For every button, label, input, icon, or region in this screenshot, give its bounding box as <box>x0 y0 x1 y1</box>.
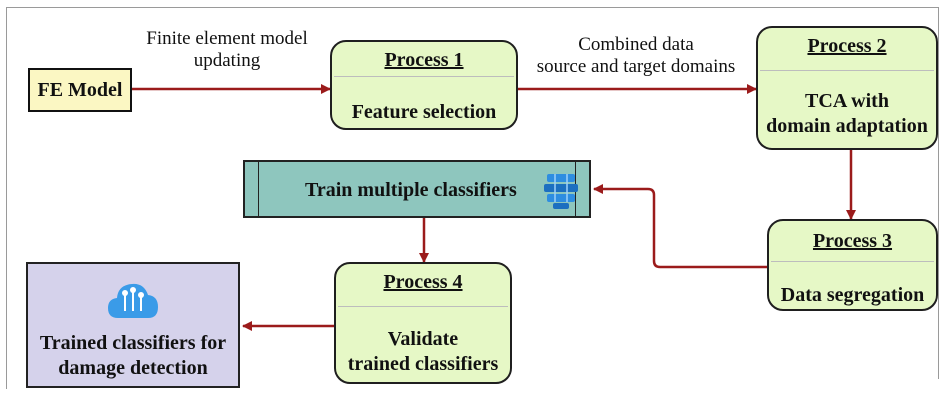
process-4-line: Validate <box>387 328 459 350</box>
process-2-box: Process 2 TCA with domain adaptation <box>756 26 938 150</box>
process-3-divider <box>771 261 934 262</box>
annotation-line: source and target domains <box>536 56 736 77</box>
process-1-line: Feature selection <box>351 101 497 123</box>
annotation-combined-data: Combined data source and target domains <box>520 34 752 78</box>
process-3-body: Data segregation <box>769 283 936 308</box>
trained-classifiers-box: Trained classifiers for damage detection <box>26 262 240 388</box>
arrow-process3-to-train <box>593 184 767 269</box>
annotation-line: updating <box>193 50 261 71</box>
process-1-divider <box>334 76 514 77</box>
frame-border-left <box>6 7 7 389</box>
process-4-box: Process 4 Validate trained classifiers <box>334 262 512 384</box>
process-1-box: Process 1 Feature selection <box>330 40 518 130</box>
frame-border-right <box>938 7 939 379</box>
train-classifiers-label: Train multiple classifiers <box>305 179 517 201</box>
process-4-line: trained classifiers <box>347 353 499 375</box>
process-1-heading: Process 1 <box>384 49 464 71</box>
process-3-box: Process 3 Data segregation <box>767 219 938 311</box>
annotation-line: Finite element model <box>146 28 308 49</box>
annotation-line: Combined data <box>578 34 694 55</box>
process-2-divider <box>760 70 934 71</box>
process-1-body: Feature selection <box>332 100 516 125</box>
process-4-divider <box>338 306 508 307</box>
fe-model-box: FE Model <box>28 68 132 112</box>
process-2-line: domain adaptation <box>766 115 928 137</box>
process-3-line: Data segregation <box>780 284 925 306</box>
process-4-heading: Process 4 <box>383 271 463 293</box>
trained-classifiers-line: Trained classifiers for <box>39 332 227 354</box>
train-classifiers-box: Train multiple classifiers <box>243 160 591 218</box>
cloud-circuit-icon <box>108 283 158 318</box>
process-2-heading: Process 2 <box>807 35 887 57</box>
stack-layers-icon <box>544 174 578 209</box>
frame-border-top <box>6 7 938 8</box>
process-2-line: TCA with <box>805 90 889 112</box>
fe-model-label: FE Model <box>37 79 123 101</box>
process-3-heading: Process 3 <box>812 230 893 252</box>
trained-classifiers-label: Trained classifiers for damage detection <box>28 331 238 381</box>
process-4-body: Validate trained classifiers <box>336 327 510 377</box>
process-2-body: TCA with domain adaptation <box>758 89 936 139</box>
annotation-fem-update: Finite element model updating <box>134 28 320 72</box>
trained-classifiers-line: damage detection <box>58 357 208 379</box>
